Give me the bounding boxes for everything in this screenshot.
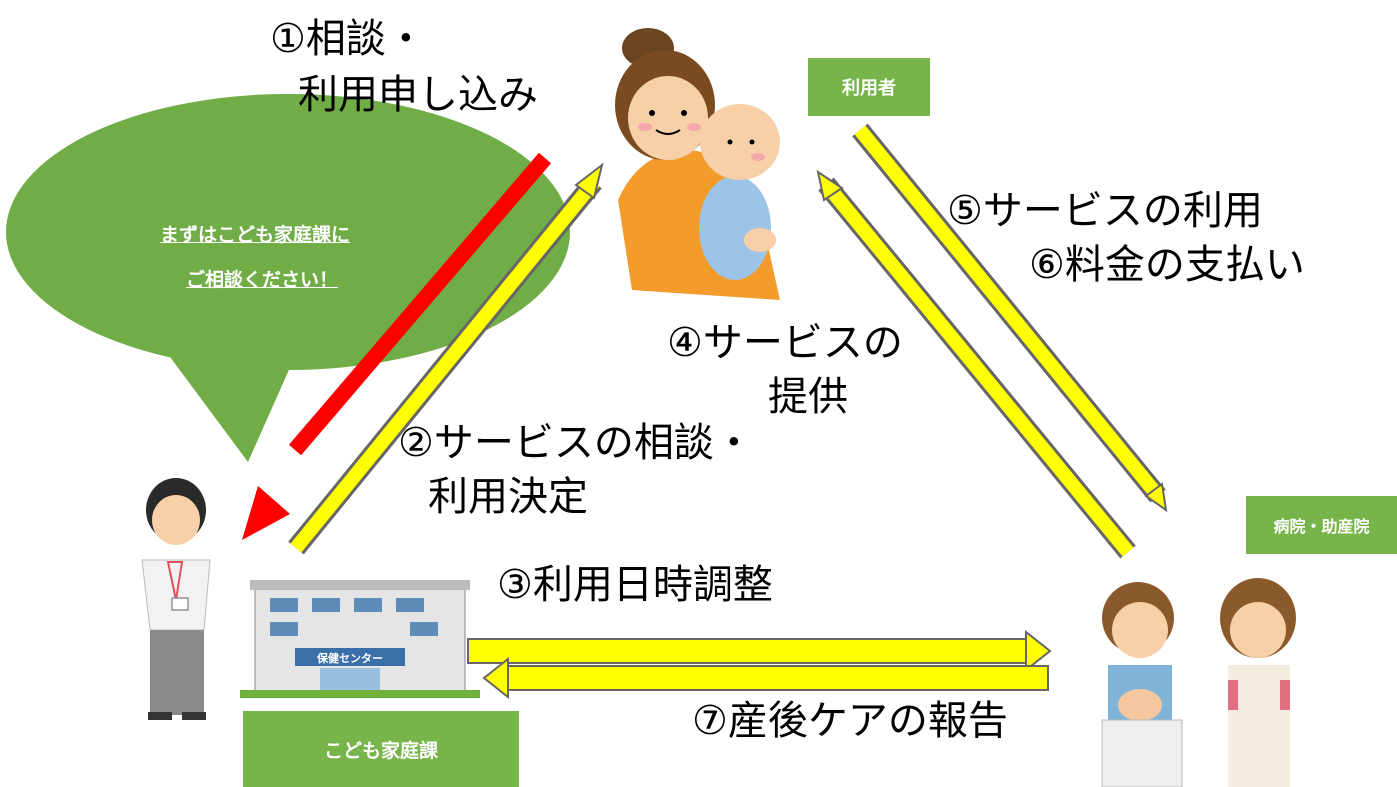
arrow-step4-provide: [816, 169, 1136, 559]
arrow-step1-apply: [242, 152, 552, 540]
step3-label: ③利用日時調整: [497, 562, 773, 608]
office-box: こども家庭課: [243, 711, 519, 787]
user-box: 利用者: [808, 58, 930, 116]
mother-baby-illustration: [615, 28, 780, 300]
arrow-step7-report: [482, 656, 1049, 700]
hospital-box: 病院・助産院: [1246, 496, 1397, 554]
step1-label-line2: 利用申し込み: [298, 72, 538, 118]
step2-label-line1: ②サービスの相談・: [398, 420, 754, 466]
arrow-step3-schedule: [467, 629, 1052, 673]
arrow-step2-decide: [288, 162, 604, 555]
bubble-text-line2: ご相談ください！: [186, 269, 339, 291]
health-center-building-illustration: [240, 580, 480, 698]
arrow-step5-use: [852, 123, 1168, 513]
step2-label-line2: 利用決定: [428, 474, 588, 520]
staff-illustration: [141, 478, 211, 720]
bubble-text-line1: まずはこども家庭課に: [160, 224, 351, 246]
step1-label-line1: ①相談・: [270, 16, 426, 62]
nurse-midwife-illustration: [1101, 578, 1296, 787]
step4-label-line2: 提供: [768, 374, 848, 420]
step5-label: ⑤サービスの利用: [947, 188, 1263, 234]
step4-label-line1: ④サービスの: [667, 320, 903, 366]
step7-label: ⑦産後ケアの報告: [692, 698, 1008, 744]
building-sign-text: 保健センター: [316, 651, 383, 665]
step6-label: ⑥料金の支払い: [1029, 242, 1305, 288]
